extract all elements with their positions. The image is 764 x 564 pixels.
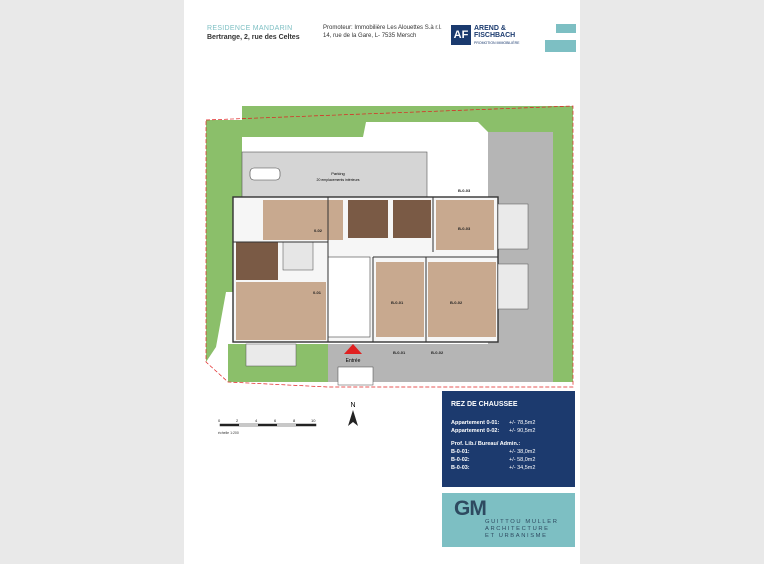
promoter-logo-sub: PROMOTION IMMOBILIÈRE [474,41,520,45]
unit-label-b-0-02-bottom: B-0-02 [431,350,444,355]
office-b-0-03 [436,200,494,250]
north-arrow-icon: N [348,402,358,426]
promoter-logo-name: AREND & FISCHBACH [474,25,516,39]
unit-label-b-0-01: B-0-01 [391,300,404,305]
floor-plan: Parking 20 emplacements intérieurs Entré… [205,105,574,388]
unit-label-b-0-03: B-0-03 [458,226,471,231]
architect-name: GUITTOU MULLER [485,519,559,525]
apt-0-02-room2 [393,200,431,238]
legend-title: REZ DE CHAUSSEE [451,401,518,408]
parking-label: Parking [331,171,345,176]
arend-fischbach-logo: AF [451,25,471,45]
unit-label-0-02: 0-02 [314,228,323,233]
apt-0-01-bath [282,241,314,271]
apt-0-02-room1 [348,200,388,238]
accent-tab-top [556,24,576,33]
scale-tick: 0 [218,418,221,423]
scale-tick: 8 [293,418,296,423]
legend-row: B-0-02:+/- 58,0m2 [451,457,536,463]
architect-mark: GM [454,497,487,520]
scale-bar: 0 2 4 6 8 10 [218,418,317,427]
parking-car-icon [249,167,281,181]
residence-title: RESIDENCE MANDARIN [207,25,293,32]
office-b-0-01 [376,262,424,337]
scale-tick: 4 [255,418,258,423]
interior-walls [233,197,498,342]
entrance-label: Entrée [346,358,361,364]
scale-tick: 10 [311,418,316,423]
accent-tab-bottom [545,40,576,52]
garden-north [242,106,573,137]
terrace-east-1 [497,203,529,250]
apt-0-01-room [236,242,278,280]
legend-row: B-0-01:+/- 38,0m2 [451,449,536,455]
svg-text:N: N [350,402,355,409]
terrace-southwest [245,343,297,367]
legend-row: Appartement 0-02:+/- 90,5m2 [451,428,536,434]
scale-label: échelle 1:200 [218,431,239,435]
apt-0-02-living [263,200,343,240]
parking-sublabel: 20 emplacements intérieurs [317,178,360,182]
unit-label-b-0-03-top: B-0-03 [458,188,471,193]
garden-west [206,120,242,362]
residence-address: Bertrange, 2, rue des Celtes [207,34,300,41]
unit-label-b-0-01-bottom: B-0-01 [393,350,406,355]
scale-tick: 6 [274,418,277,423]
architect-logo: GM GUITTOU MULLER ARCHITECTURE ET URBANI… [442,493,575,547]
paving-east [488,132,553,382]
office-b-0-02 [428,262,496,337]
parking-area [241,151,428,198]
property-line [205,105,574,388]
legend-row: B-0-03:+/- 34,5m2 [451,465,536,471]
garden-east [553,132,573,382]
legend-rows: Appartement 0-01:+/- 78,5m2 Appartement … [451,419,535,472]
unit-label-0-01: 0-01 [313,290,322,295]
stair-core [327,256,371,338]
terrace-east-2 [497,263,529,310]
legend-row: Appartement 0-01:+/- 78,5m2 [451,420,536,426]
promoter-name: Promoteur: Immobilière Les Alouettes S.à… [323,25,442,31]
legend-section-title: Prof. Lib./ Bureau/ Admin.: [451,441,521,447]
entrance-steps [337,366,374,386]
architect-line3: ET URBANISME [485,533,548,539]
architect-line2: ARCHITECTURE [485,526,550,532]
area-legend: REZ DE CHAUSSEE Appartement 0-01:+/- 78,… [442,391,575,487]
unit-label-b-0-02: B-0-02 [450,300,463,305]
entrance-marker-icon [344,344,362,354]
promoter-address: 14, rue de la Gare, L- 7535 Mersch [323,33,417,39]
scale-tick: 2 [236,418,239,423]
apt-0-01-living [236,282,326,340]
